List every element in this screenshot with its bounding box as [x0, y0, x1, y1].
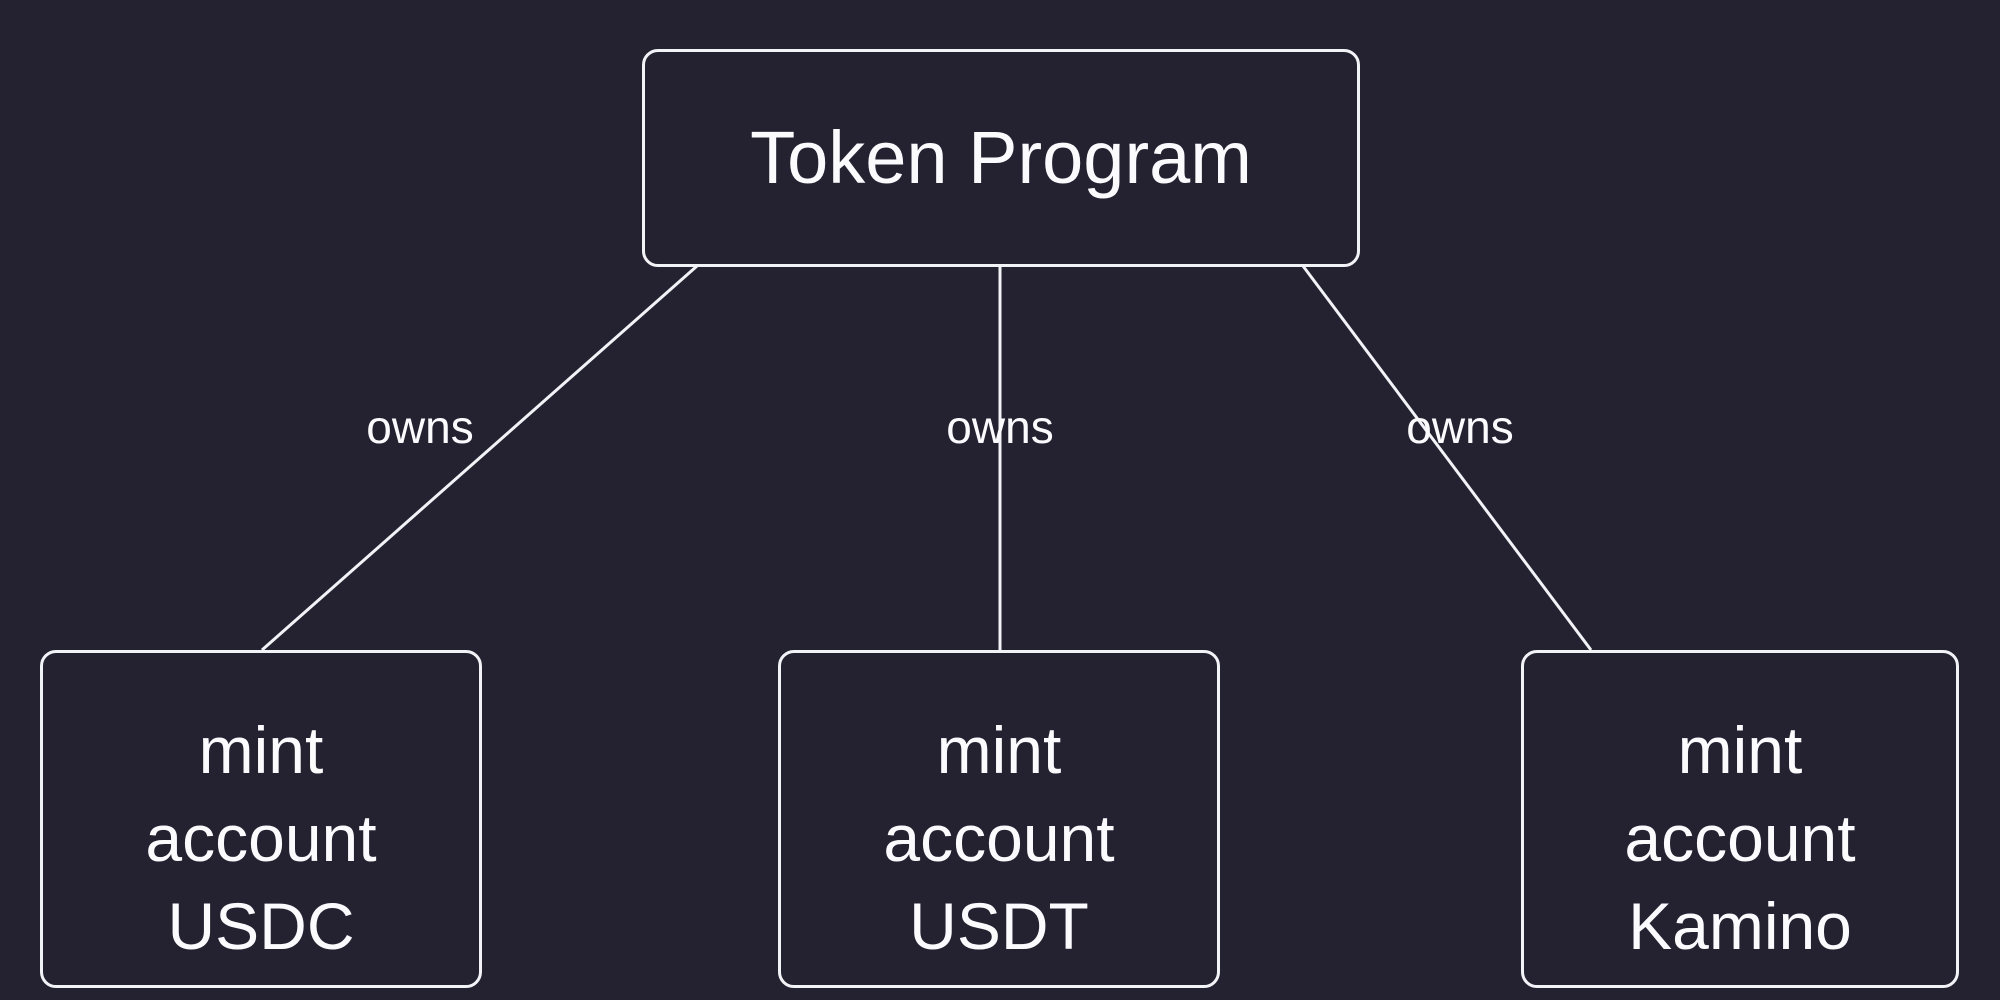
node-mint-usdt-line1: mint	[936, 713, 1062, 788]
node-token-program: Token Program	[642, 49, 1360, 267]
node-mint-account-usdc: mint account USDC	[40, 650, 482, 988]
edge-owns-usdc-line	[261, 264, 698, 652]
node-token-program-label: Token Program	[750, 116, 1252, 199]
node-mint-kamino-line2: account	[1624, 801, 1856, 876]
node-mint-usdc-line1: mint	[198, 713, 324, 788]
edge-label-owns-kamino: owns	[1406, 401, 1514, 453]
node-mint-usdt-line2: account	[883, 801, 1115, 876]
node-mint-usdc-line2: account	[145, 801, 377, 876]
node-mint-kamino-line3: Kamino	[1628, 888, 1852, 963]
node-mint-account-kamino: mint account Kamino	[1521, 650, 1959, 988]
node-mint-usdt-line3: USDT	[909, 888, 1089, 963]
node-mint-usdc-line3: USDC	[167, 888, 355, 963]
edge-label-owns-usdc: owns	[366, 401, 474, 453]
node-mint-account-usdt: mint account USDT	[778, 650, 1220, 988]
edge-label-owns-usdt: owns	[946, 401, 1054, 453]
edge-owns-kamino-line	[1301, 265, 1593, 651]
node-mint-kamino-line1: mint	[1677, 713, 1803, 788]
